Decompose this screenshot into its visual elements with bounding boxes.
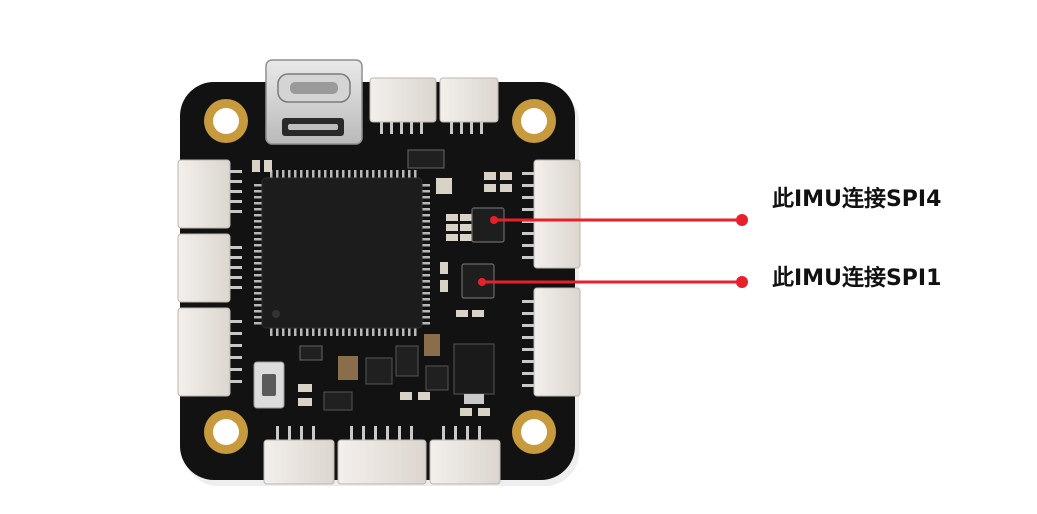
callout-spi1 — [478, 276, 748, 288]
right-connectors — [522, 159, 581, 397]
callout-label-spi4: 此IMU连接SPI4 — [772, 187, 942, 212]
leader-start-dot-spi4 — [490, 216, 498, 224]
left-connectors — [177, 159, 242, 397]
boot-button — [253, 361, 285, 409]
usb-c-connector — [265, 59, 363, 145]
bottom-connectors — [263, 426, 501, 485]
smd-components — [252, 149, 512, 416]
top-connectors — [369, 77, 499, 134]
leader-end-dot-spi4 — [736, 214, 748, 226]
leader-end-dot-spi1 — [736, 276, 748, 288]
mcu-chip — [254, 170, 430, 336]
callout-spi4 — [490, 214, 748, 226]
leader-start-dot-spi1 — [478, 278, 486, 286]
imu-chip-spi4 — [471, 207, 505, 243]
mounting-holes — [204, 99, 556, 454]
callout-label-spi1: 此IMU连接SPI1 — [772, 266, 942, 291]
